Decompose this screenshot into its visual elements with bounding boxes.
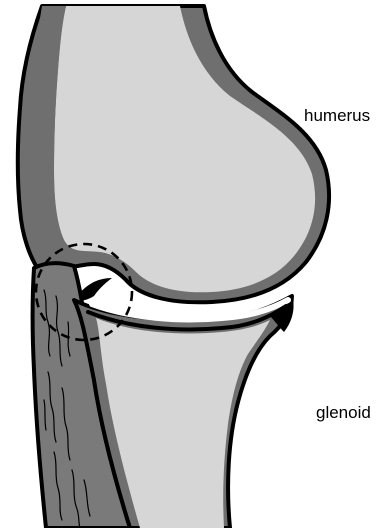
label-glenoid: glenoid xyxy=(316,404,371,421)
humerus-inner-bone xyxy=(54,6,315,292)
label-humerus: humerus xyxy=(304,107,370,124)
humerus-bone xyxy=(18,6,329,302)
